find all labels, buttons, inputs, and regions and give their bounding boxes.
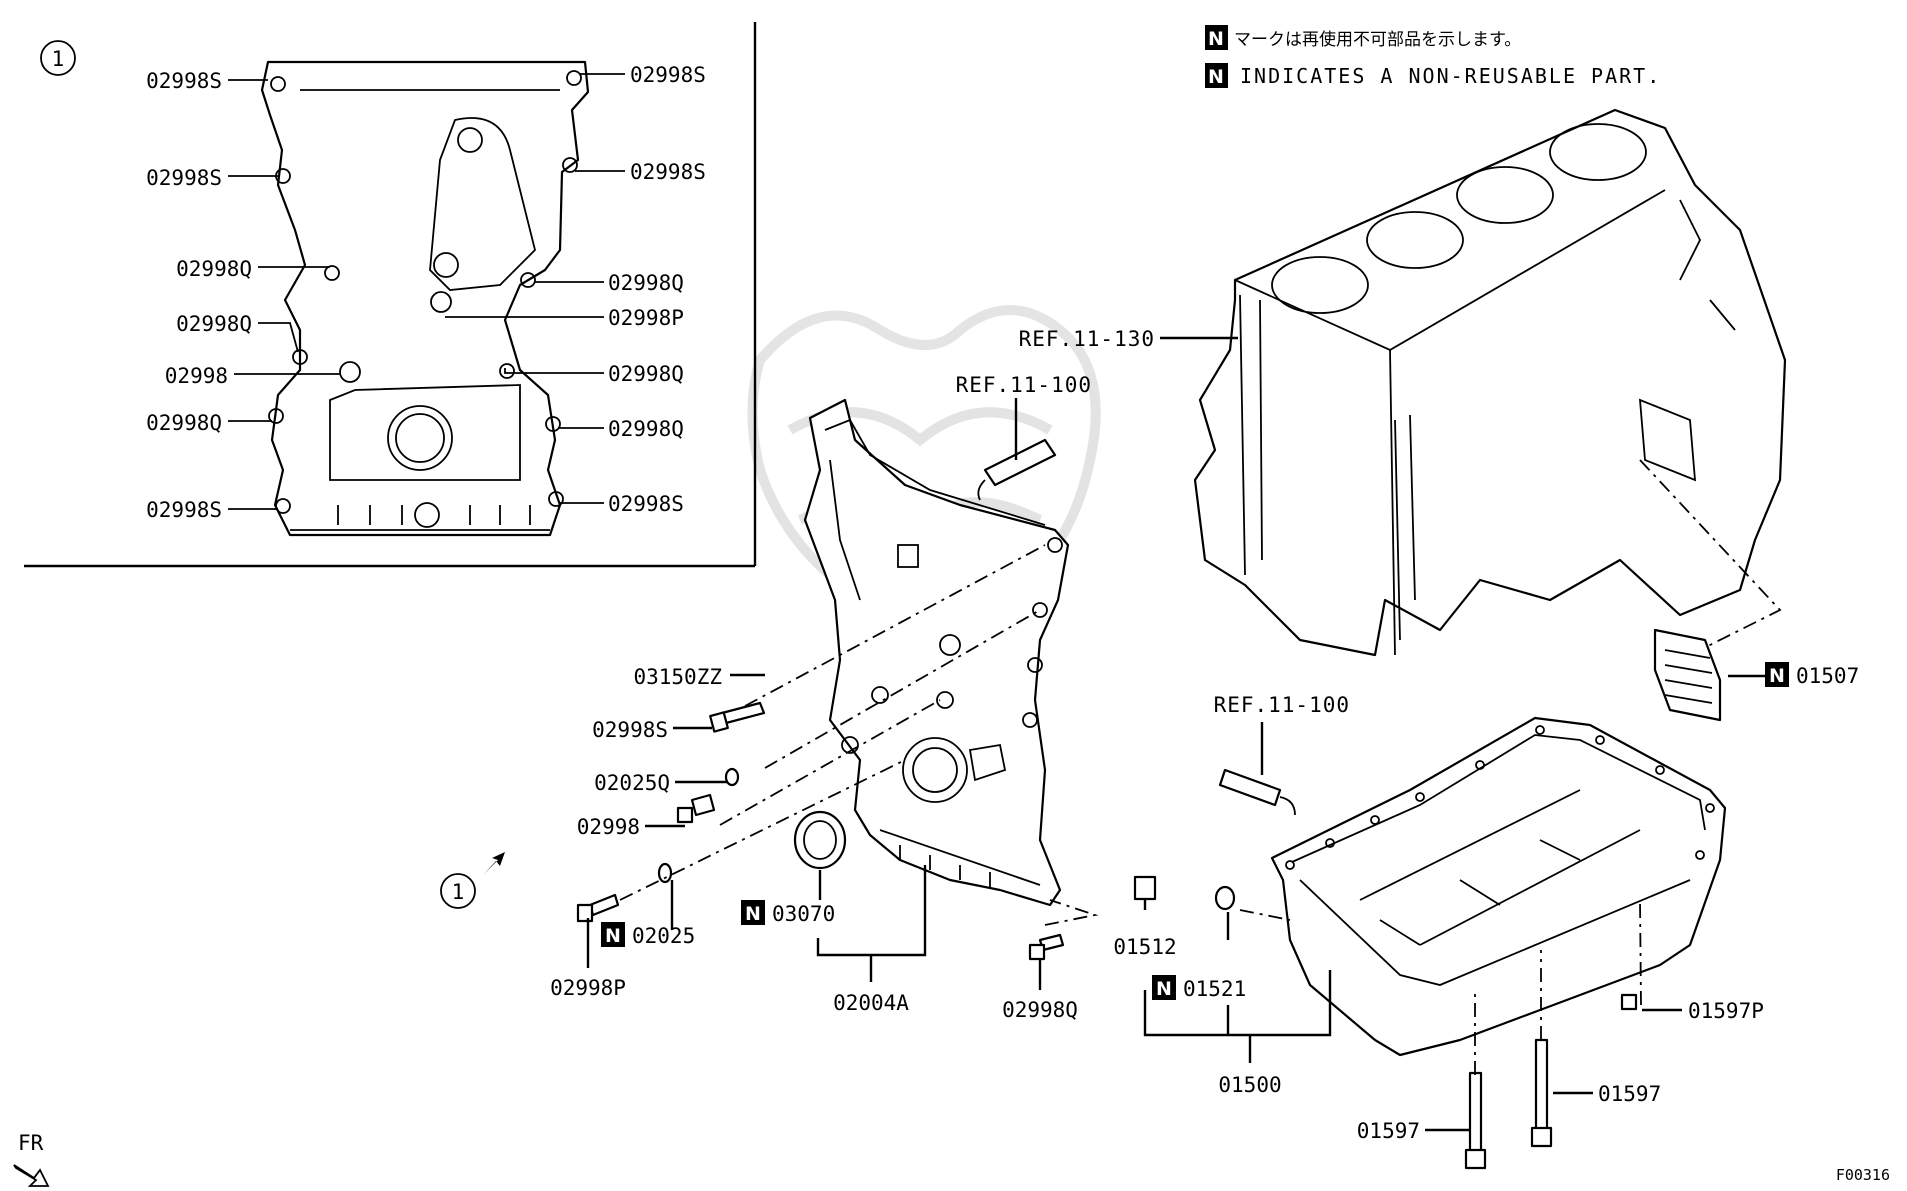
- detail-label: 02998S: [146, 69, 222, 93]
- svg-text:1: 1: [52, 47, 65, 71]
- svg-text:N: N: [745, 903, 761, 925]
- part-label: 03070: [772, 902, 835, 926]
- part-label: 02998Q: [1002, 998, 1078, 1022]
- part-label: 01507: [1796, 664, 1859, 688]
- part-label: 01500: [1218, 1073, 1281, 1097]
- part-label: 01597: [1598, 1082, 1661, 1106]
- detail-label: 02998S: [146, 166, 222, 190]
- detail-label: 02998Q: [608, 362, 684, 386]
- sealant-tube-pan: [1218, 768, 1296, 816]
- detail-view-frame: [24, 22, 757, 568]
- detail-label: 02998S: [608, 492, 684, 516]
- detail-label: 02998: [165, 364, 228, 388]
- detail-labels-right: 02998S 02998S 02998Q 02998P 02998Q 02998…: [608, 63, 706, 516]
- engine-block: [1193, 108, 1787, 657]
- svg-text:N: N: [1156, 978, 1172, 1000]
- ref-cover-sealant-label: REF.11-100: [956, 373, 1092, 397]
- part-label: 01597P: [1688, 999, 1764, 1023]
- ref-block-label: REF.11-130: [1019, 327, 1155, 351]
- oil-pan: [1270, 716, 1727, 1057]
- part-label: 01597: [1357, 1119, 1420, 1143]
- detail-labels-left: 02998S 02998S 02998Q 02998Q 02998 02998Q…: [146, 69, 252, 522]
- main-leaders: [586, 336, 1765, 1132]
- front-direction-indicator: FR: [13, 1131, 50, 1187]
- detail-label: 02998Q: [608, 271, 684, 295]
- detail-label: 02998Q: [176, 312, 252, 336]
- part-label: 02025Q: [594, 771, 670, 795]
- part-label: 02998P: [550, 976, 626, 1000]
- svg-text:N: N: [1208, 28, 1224, 50]
- notice-jp-text: マークは再使用不可部品を示します。: [1234, 29, 1521, 50]
- part-label: 01521: [1183, 977, 1246, 1001]
- detail-label: 02998Q: [608, 417, 684, 441]
- part-label: 02004A: [833, 991, 909, 1015]
- oil-baffle-part: [1653, 628, 1722, 722]
- detail-timing-cover: [260, 60, 590, 537]
- notice-en-text: INDICATES A NON-REUSABLE PART.: [1240, 64, 1661, 88]
- main-labels: REF.11-130 REF.11-100 REF.11-100 03150ZZ…: [550, 327, 1859, 1143]
- detail-label: 02998Q: [146, 411, 222, 435]
- detail-label: 02998S: [630, 160, 706, 184]
- view-callout-1: 1: [440, 852, 505, 909]
- part-label: 02998S: [592, 718, 668, 742]
- long-bolts: [1464, 1038, 1553, 1170]
- part-label: 01512: [1113, 935, 1176, 959]
- svg-text:N: N: [1208, 66, 1224, 88]
- detail-label: 02998P: [608, 306, 684, 330]
- part-label: 03150ZZ: [633, 665, 722, 689]
- svg-text:FR: FR: [18, 1131, 44, 1155]
- part-label: 02025: [632, 924, 695, 948]
- engine-block-leader: [1639, 459, 1782, 651]
- detail-callout-circle: 1: [40, 40, 76, 76]
- non-reusable-notice: N マークは再使用不可部品を示します。 N INDICATES A NON-RE…: [1205, 25, 1661, 88]
- svg-text:N: N: [1769, 665, 1785, 687]
- sealant-tube-cover: [977, 438, 1057, 501]
- nonreusable-badges: N N N N: [601, 662, 1789, 1000]
- svg-text:1: 1: [452, 880, 465, 904]
- figure-code: F00316: [1836, 1166, 1890, 1184]
- ref-pan-sealant-label: REF.11-100: [1214, 693, 1350, 717]
- part-label: 02998: [577, 815, 640, 839]
- detail-leaders: [228, 73, 625, 510]
- fasteners: [576, 701, 1638, 1011]
- oil-seal-part: [793, 810, 847, 870]
- timing-cover: [803, 398, 1070, 907]
- svg-text:N: N: [605, 925, 621, 947]
- detail-label: 02998Q: [176, 257, 252, 281]
- detail-label: 02998S: [146, 498, 222, 522]
- assembly-lines: [619, 544, 1642, 1075]
- detail-label: 02998S: [630, 63, 706, 87]
